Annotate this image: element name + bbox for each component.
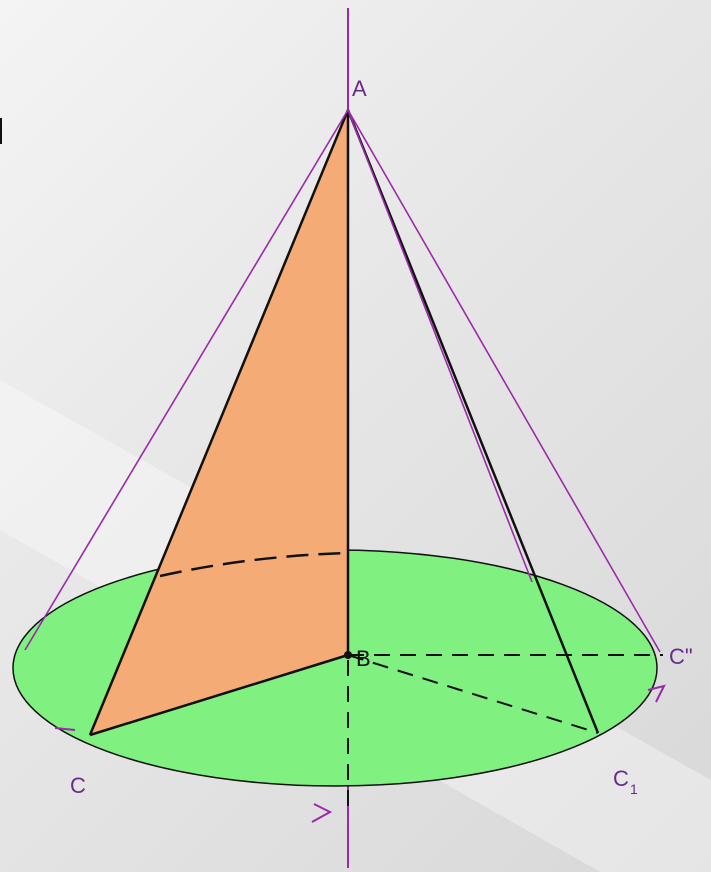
label-base-c1: C xyxy=(613,766,629,791)
radius-b-c1 xyxy=(347,654,599,734)
tangent-line-left xyxy=(24,109,349,651)
center-point-b xyxy=(344,651,352,659)
tangent-line-right xyxy=(347,109,661,653)
rotation-arrow-right xyxy=(647,684,666,703)
generatrix-a-c1 xyxy=(346,109,600,734)
tick-mark-left xyxy=(54,727,76,731)
radius-b-c xyxy=(89,653,349,737)
generatrix-a-c xyxy=(88,109,350,736)
inner-line-right xyxy=(347,109,533,583)
hidden-back-arc xyxy=(159,551,349,578)
rotation-arrow-front xyxy=(311,803,333,823)
label-apex-a: A xyxy=(352,76,367,101)
label-center-b: B xyxy=(356,646,371,671)
label-base-c: C xyxy=(70,773,86,798)
label-base-c-double-prime: C" xyxy=(669,644,693,669)
edge-mark xyxy=(0,118,2,144)
label-base-c1-subscript: 1 xyxy=(630,781,638,797)
